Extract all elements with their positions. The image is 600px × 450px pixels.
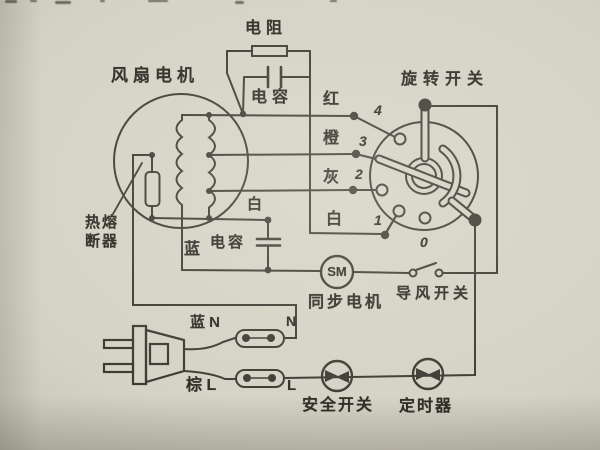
film-speck <box>30 0 37 2</box>
terminal-0-label: 0 <box>420 234 428 250</box>
plug-brown-l-label: 棕 L <box>186 377 217 394</box>
terminal-4-label: 4 <box>374 102 382 118</box>
film-speck <box>330 0 337 2</box>
sync-motor-label: 同步电机 <box>308 294 385 311</box>
plug-blue-lead <box>183 337 236 351</box>
safety-switch-circle <box>320 359 354 393</box>
n-mark-label: N <box>286 313 297 329</box>
thermal-fuse-label-line1: 热熔 <box>85 214 120 231</box>
safety-switch-label: 安全开关 <box>302 397 375 414</box>
film-speck <box>5 0 17 3</box>
orange-wire-label: 橙 <box>323 130 340 147</box>
blue-wire <box>181 204 322 272</box>
neutral-loop-wire <box>132 154 297 339</box>
run-capacitor-label: 电容 <box>210 234 247 251</box>
blue-wire-label: 蓝 <box>184 241 201 258</box>
rotary-common-terminal-dot <box>418 98 432 112</box>
resistor-label: 电阻 <box>245 20 288 37</box>
timer-label: 定时器 <box>399 398 454 415</box>
top-capacitor-symbol <box>242 65 311 115</box>
film-speck <box>148 0 168 2</box>
white-wire-inner-label: 白 <box>247 196 263 213</box>
rotary-switch-label: 旋转开关 <box>401 71 490 88</box>
terminal-2-label: 2 <box>355 166 363 182</box>
speed-winding <box>207 114 216 219</box>
plug-brown-lead <box>183 370 237 380</box>
film-speck <box>55 1 71 4</box>
connector-n <box>235 329 285 348</box>
sync-motor-circuit <box>319 254 444 290</box>
terminal-2-circle <box>375 183 389 197</box>
main-winding <box>175 114 322 272</box>
terminal-4-circle <box>393 132 407 146</box>
thermal-fuse-pointer-line <box>112 162 143 215</box>
louver-switch-contacts <box>408 262 444 278</box>
rotary-switch-symbol <box>369 98 482 231</box>
terminal-3-label: 3 <box>359 133 367 149</box>
fan-motor-label: 风扇电机 <box>111 66 199 85</box>
timer-circle <box>411 357 445 391</box>
thermal-fuse-label-line2: 断器 <box>85 233 120 250</box>
top-capacitor-label: 电容 <box>251 89 294 106</box>
connector-l <box>235 369 285 388</box>
film-speck <box>235 1 244 4</box>
bottom-power-row <box>283 220 476 393</box>
terminal-1-label: 1 <box>374 212 382 228</box>
terminal-1-circle <box>392 204 406 218</box>
louver-switch-label: 导风开关 <box>396 285 473 302</box>
l-mark-label: L <box>287 377 297 394</box>
plug-blue-n-label: 蓝 N <box>190 314 221 331</box>
gray-wire-label: 灰 <box>323 169 340 186</box>
film-speck <box>100 0 105 2</box>
resistor-symbol <box>226 45 311 115</box>
white-wire-label: 白 <box>326 211 343 228</box>
sm-text: SM <box>327 264 347 279</box>
terminal-0-circle <box>418 211 432 225</box>
junction-dots <box>149 110 390 274</box>
red-wire-label: 红 <box>323 91 340 108</box>
louver-feed-wire <box>430 105 498 274</box>
